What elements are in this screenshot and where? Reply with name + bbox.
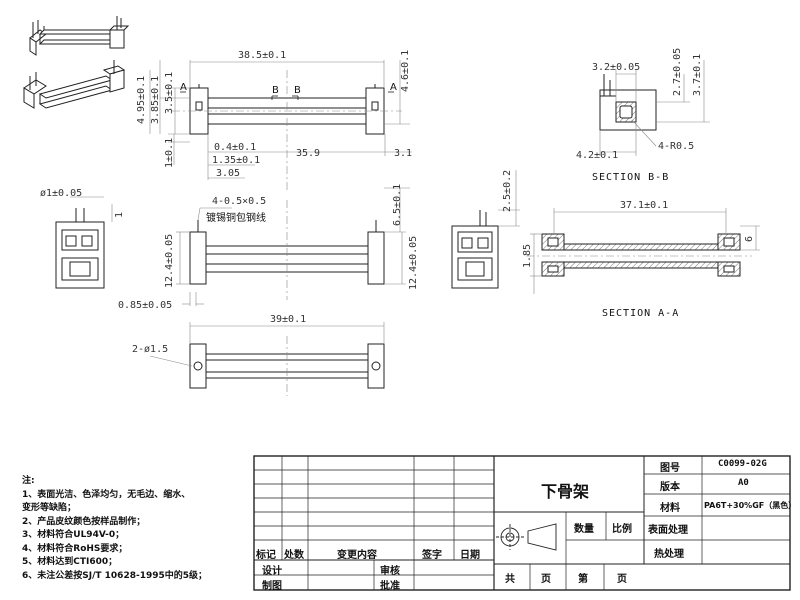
dim-3-05: 3.05 xyxy=(216,168,240,179)
dim-2-holes: 2-ø1.5 xyxy=(132,344,168,355)
dim-0-4: 0.4±0.1 xyxy=(214,142,256,153)
front-view: 38.5±0.1 4.95±0.1 3.85±0.1 3.5±0.1 4.6±0… xyxy=(136,50,412,192)
heat-treatment-label: 热处理 xyxy=(654,549,684,560)
dim-0-85: 0.85±0.05 xyxy=(118,300,172,311)
right-side-view: 2.5±0.2 xyxy=(451,170,520,289)
dim-3-1: 3.1 xyxy=(394,148,412,159)
projection-symbol xyxy=(496,523,557,551)
dim-pin-1: 1 xyxy=(114,212,125,218)
surface-treatment-label: 表面处理 xyxy=(648,525,688,536)
note-line: 6、未注公差按SJ/T 10628-1995中的5级； xyxy=(22,570,208,581)
dim-6: 6 xyxy=(744,236,755,242)
drawing-no: C0099-02G xyxy=(718,459,767,469)
change-label: 变更内容 xyxy=(337,550,377,561)
approve-label: 批准 xyxy=(380,581,400,592)
section-mark-b-left: B xyxy=(272,85,279,96)
isometric-view-top xyxy=(29,16,130,56)
bottom-view: 39±0.1 2-ø1.5 xyxy=(132,314,385,396)
dim-3-2: 3.2±0.05 xyxy=(592,62,640,73)
title-block-grid xyxy=(253,455,791,591)
version-label: 版本 xyxy=(660,482,680,493)
notes-title: 注: xyxy=(22,476,35,486)
dim-12-4-left: 12.4±0.05 xyxy=(164,234,175,288)
page2-label: 页 xyxy=(617,574,627,585)
total-label: 共 xyxy=(505,574,515,585)
part-name: 下骨架 xyxy=(541,482,590,501)
left-side-view: ø1±0.05 1 xyxy=(40,188,125,289)
main-view: 4-0.5×0.5 镀锡铜包钢线 6.5±0.1 12.4±0.05 12.4±… xyxy=(118,184,419,311)
dim-2-5: 2.5±0.2 xyxy=(502,170,513,212)
dim-height-3-5: 3.5±0.1 xyxy=(164,72,175,114)
section-a-a-title: SECTION A-A xyxy=(602,308,679,319)
dim-4-chamfer: 4-0.5×0.5 xyxy=(212,196,266,207)
section-mark-b-right: B xyxy=(294,85,301,96)
scale-label: 比例 xyxy=(612,524,632,535)
section-b-b-title: SECTION B-B xyxy=(592,172,669,183)
version-value: A0 xyxy=(738,478,749,488)
dim-r0-5: 4-R0.5 xyxy=(658,141,694,152)
notes-block: 注: 1、表面光洁、色泽均匀，无毛边、缩水、 变形等缺陷； 2、产品皮纹颜色按样… xyxy=(22,475,252,583)
note-line: 4、材料符合RoHS要求； xyxy=(22,543,128,554)
date-label: 日期 xyxy=(460,550,480,561)
section-b-b: 3.2±0.05 2.7±0.05 3.7±0.1 4.2±0.1 4-R0.5… xyxy=(576,48,710,183)
dim-2-7: 2.7±0.05 xyxy=(672,48,683,96)
note-line: 变形等缺陷； xyxy=(22,503,77,513)
section-mark-a-left: A xyxy=(180,82,187,93)
dim-6-5: 6.5±0.1 xyxy=(392,184,403,226)
page-label: 页 xyxy=(541,574,551,585)
note-line: 2、产品皮纹颜色按样品制作； xyxy=(22,516,146,527)
material-label: 材料 xyxy=(660,503,680,514)
note-line: 5、材料达到CTI600； xyxy=(22,557,118,567)
dim-1-35: 1.35±0.1 xyxy=(212,155,260,166)
dim-3-7: 3.7±0.1 xyxy=(692,54,703,96)
review-label: 审核 xyxy=(380,566,400,577)
note-line: 1、表面光洁、色泽均匀，无毛边、缩水、 xyxy=(22,489,191,500)
wire-note: 镀锡铜包钢线 xyxy=(206,211,266,224)
dim-height-1: 1±0.1 xyxy=(164,138,175,168)
design-label: 设计 xyxy=(262,566,282,577)
signature-label: 签字 xyxy=(422,550,442,561)
mark-label: 标记 xyxy=(256,550,276,561)
dim-4-2: 4.2±0.1 xyxy=(576,150,618,161)
dim-35-9: 35.9 xyxy=(296,148,320,159)
dim-12-4-right: 12.4±0.05 xyxy=(408,236,419,290)
count-label: 处数 xyxy=(284,550,304,561)
dim-1-85: 1.85 xyxy=(522,244,533,268)
dim-height-3-85: 3.85±0.1 xyxy=(150,76,161,124)
section-a-a: 37.1±0.1 6 1.85 SECTION A-A xyxy=(522,200,760,319)
dim-height-4-6: 4.6±0.1 xyxy=(400,50,411,92)
dim-37-1: 37.1±0.1 xyxy=(620,200,668,211)
material-value: PA6T+30%GF（黑色） xyxy=(704,501,797,510)
drawing-no-label: 图号 xyxy=(660,463,680,474)
dim-length-38-5: 38.5±0.1 xyxy=(238,50,286,61)
dim-length-39: 39±0.1 xyxy=(270,314,306,325)
dim-height-4-95: 4.95±0.1 xyxy=(136,76,147,124)
isometric-view-bottom xyxy=(23,60,126,109)
quantity-label: 数量 xyxy=(574,524,594,535)
section-mark-a-right: A xyxy=(390,82,397,93)
drawn-label: 制图 xyxy=(262,581,282,592)
sheet-label: 第 xyxy=(578,574,588,585)
dim-diameter-1: ø1±0.05 xyxy=(40,188,82,199)
note-line: 3、材料符合UL94V-0； xyxy=(22,530,125,540)
